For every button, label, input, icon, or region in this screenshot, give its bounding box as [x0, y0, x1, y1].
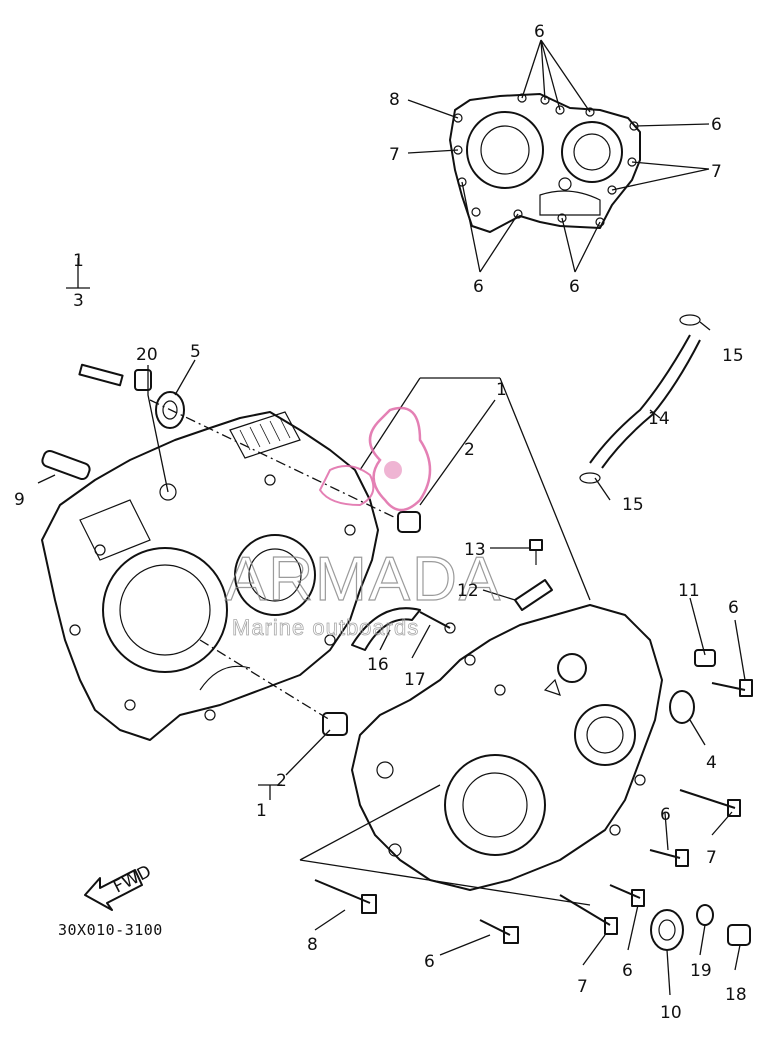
callout-label: 6	[728, 598, 739, 618]
callout-label: 7	[711, 162, 722, 182]
callout-label: 20	[136, 345, 158, 365]
callout-label: 18	[725, 985, 747, 1005]
callout-label: 2	[464, 440, 475, 460]
callout-label: 19	[690, 961, 712, 981]
callout-label: 8	[389, 90, 400, 110]
callout-label: 8	[307, 935, 318, 955]
watermark-logo-icon	[368, 406, 432, 512]
fwd-arrow-icon: FWD	[84, 862, 155, 911]
callout-label: 4	[706, 753, 717, 773]
callout-label: 6	[473, 277, 484, 297]
callout-label: 6	[424, 952, 435, 972]
small-parts	[41, 314, 753, 951]
callout-label: 13	[464, 540, 486, 560]
bolt-pattern-view	[407, 39, 710, 273]
diagram-code: 30X010-3100	[58, 921, 163, 939]
callout-label: 7	[706, 848, 717, 868]
callout-label: 7	[577, 977, 588, 997]
callout-label: 1	[73, 251, 84, 271]
callout-label: 6	[534, 22, 545, 42]
callout-label: 11	[678, 581, 700, 601]
callout-label: 7	[389, 145, 400, 165]
fwd-label: FWD	[110, 862, 154, 898]
callout-label: 3	[73, 291, 84, 311]
callout-label: 6	[622, 961, 633, 981]
leader-lines	[37, 258, 746, 996]
callout-label: 5	[190, 342, 201, 362]
callout-label: 16	[367, 655, 389, 675]
right-crankcase-half	[351, 604, 663, 891]
callout-label: 1	[496, 380, 507, 400]
callout-label: 12	[457, 581, 479, 601]
callout-label: 10	[660, 1003, 682, 1023]
callout-label: 2	[276, 771, 287, 791]
callout-label: 6	[711, 115, 722, 135]
left-crankcase-half	[41, 411, 379, 741]
callout-label: 15	[622, 495, 644, 515]
armada-watermark: ARMADA Marine outboards	[224, 406, 502, 640]
callout-label: 6	[569, 277, 580, 297]
watermark-title: ARMADA	[225, 545, 502, 614]
callout-label: 6	[660, 805, 671, 825]
callout-label: 1	[256, 801, 267, 821]
callout-label: 14	[648, 409, 670, 429]
callout-label: 17	[404, 670, 426, 690]
callouts: 6 8 6 7 7 6 6 1 3 20 5 15 1 14 2 9 15 13…	[14, 22, 747, 1023]
watermark-subtitle: Marine outboards	[232, 615, 419, 640]
callout-label: 15	[722, 346, 744, 366]
callout-label: 9	[14, 490, 25, 510]
